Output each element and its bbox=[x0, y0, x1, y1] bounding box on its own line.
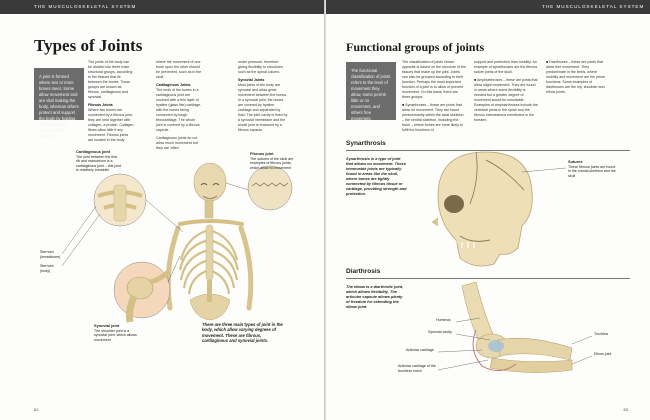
text-column-2: where the movement of one bone upon the … bbox=[156, 60, 202, 154]
trochlea-label: Trochlea bbox=[594, 332, 608, 336]
paragraph-text: The ends of the bones in a cartilaginous… bbox=[156, 88, 202, 132]
trochlear-notch-label: Articular cartilage of the trochlear not… bbox=[398, 364, 436, 373]
diarthrosis-description: The elbow is a diarthrotic joint, which … bbox=[346, 284, 404, 309]
page-number: 63 bbox=[623, 407, 628, 412]
paragraph: under pressure, therefore giving flexibi… bbox=[238, 60, 283, 74]
subheading: Cartilaginous Joints bbox=[156, 83, 191, 87]
skull-illustration bbox=[431, 151, 567, 267]
intro-box: The functional classification of joints … bbox=[346, 62, 396, 121]
text-column-3: under pressure, therefore giving flexibi… bbox=[238, 60, 288, 136]
paragraph: The classification of joints shown oppos… bbox=[402, 60, 466, 99]
label-text: The joint between the first rib and manu… bbox=[76, 154, 121, 173]
label-text: The shoulder joint is a synovial joint, … bbox=[94, 328, 137, 342]
skeleton-illustration bbox=[61, 162, 293, 323]
synarthrosis-description: Synarthrosis is a type of joint that all… bbox=[346, 156, 407, 196]
subheading: Synovial Joints bbox=[238, 78, 265, 82]
articular-cartilage-label: Articular cartilage bbox=[406, 348, 434, 352]
synarthrosis-heading: Synarthrosis bbox=[346, 140, 386, 147]
section-rule bbox=[346, 150, 630, 151]
section-rule bbox=[346, 278, 630, 279]
running-head-left: THE MUSCULOSKELETAL SYSTEM bbox=[0, 0, 324, 14]
label-text: These fibrous joints are found in the cr… bbox=[568, 164, 616, 178]
paragraph: ■ Diarthroses – these are joints that al… bbox=[546, 60, 606, 94]
humerus-label: Humerus bbox=[436, 318, 451, 322]
paragraph: support and protection than mobility. An… bbox=[474, 60, 538, 74]
intro-box: A joint is formed where two or more bone… bbox=[34, 68, 84, 139]
paragraph: where the movement of one bone upon the … bbox=[156, 60, 202, 79]
label-text: The sutures of the skull are examples of… bbox=[250, 156, 294, 170]
paragraph: The joints of the body can be divided in… bbox=[88, 60, 133, 99]
fibrous-joint-label: Fibrous joint The sutures of the skull a… bbox=[250, 151, 294, 170]
synovial-cavity-label: Synovial cavity bbox=[428, 330, 452, 334]
diarthrosis-heading: Diarthrosis bbox=[346, 268, 381, 275]
text-column-1: The classification of joints shown oppos… bbox=[402, 60, 466, 136]
text-column-2: support and protection than mobility. An… bbox=[474, 60, 538, 126]
paragraph-text: Where two bones are connected by a fibro… bbox=[88, 108, 134, 142]
left-page: THE MUSCULOSKELETAL SYSTEM Types of Join… bbox=[0, 0, 324, 420]
running-head-right: THE MUSCULOSKELETAL SYSTEM bbox=[326, 0, 650, 14]
label-title: Cartilaginous joint bbox=[76, 149, 111, 154]
page-number: 62 bbox=[34, 407, 39, 412]
paragraph: Cartilaginous joints do not allow much m… bbox=[156, 136, 198, 150]
running-head-text: THE MUSCULOSKELETAL SYSTEM bbox=[34, 4, 137, 9]
figure-caption: There are three main types of joint in t… bbox=[202, 322, 283, 344]
label-title: Synovial joint bbox=[94, 323, 120, 328]
paragraph: ■ Amphiarthroses – these are joints that… bbox=[474, 78, 538, 122]
running-head-text: THE MUSCULOSKELETAL SYSTEM bbox=[542, 4, 645, 9]
label-title: Sutures bbox=[568, 159, 583, 164]
right-page: THE MUSCULOSKELETAL SYSTEM Functional gr… bbox=[326, 0, 650, 420]
elbow-joint-label: Elbow joint bbox=[594, 352, 612, 356]
subheading: Fibrous Joints bbox=[88, 103, 113, 107]
paragraph-text: Most joints of the body are synovial and… bbox=[238, 83, 288, 132]
cartilaginous-joint-label: Cartilaginous joint The joint between th… bbox=[76, 149, 122, 173]
page-title: Functional groups of joints bbox=[346, 40, 485, 54]
label-title: Fibrous joint bbox=[250, 151, 274, 156]
page-title: Types of Joints bbox=[34, 36, 143, 55]
sternum-label: Sternum (breastbone) bbox=[40, 250, 61, 259]
sternum-body-label: Sternum (body) bbox=[40, 264, 54, 273]
book-gutter bbox=[324, 0, 326, 420]
elbow-illustration bbox=[437, 281, 593, 373]
paragraph: ■ Synarthroses – these are joints that a… bbox=[402, 103, 464, 132]
text-column-3: ■ Diarthroses – these are joints that al… bbox=[546, 60, 610, 98]
sutures-label: Sutures These fibrous joints are found i… bbox=[568, 159, 616, 178]
synovial-joint-label: Synovial joint The shoulder joint is a s… bbox=[94, 323, 142, 342]
text-column-1: The joints of the body can be divided in… bbox=[88, 60, 134, 146]
